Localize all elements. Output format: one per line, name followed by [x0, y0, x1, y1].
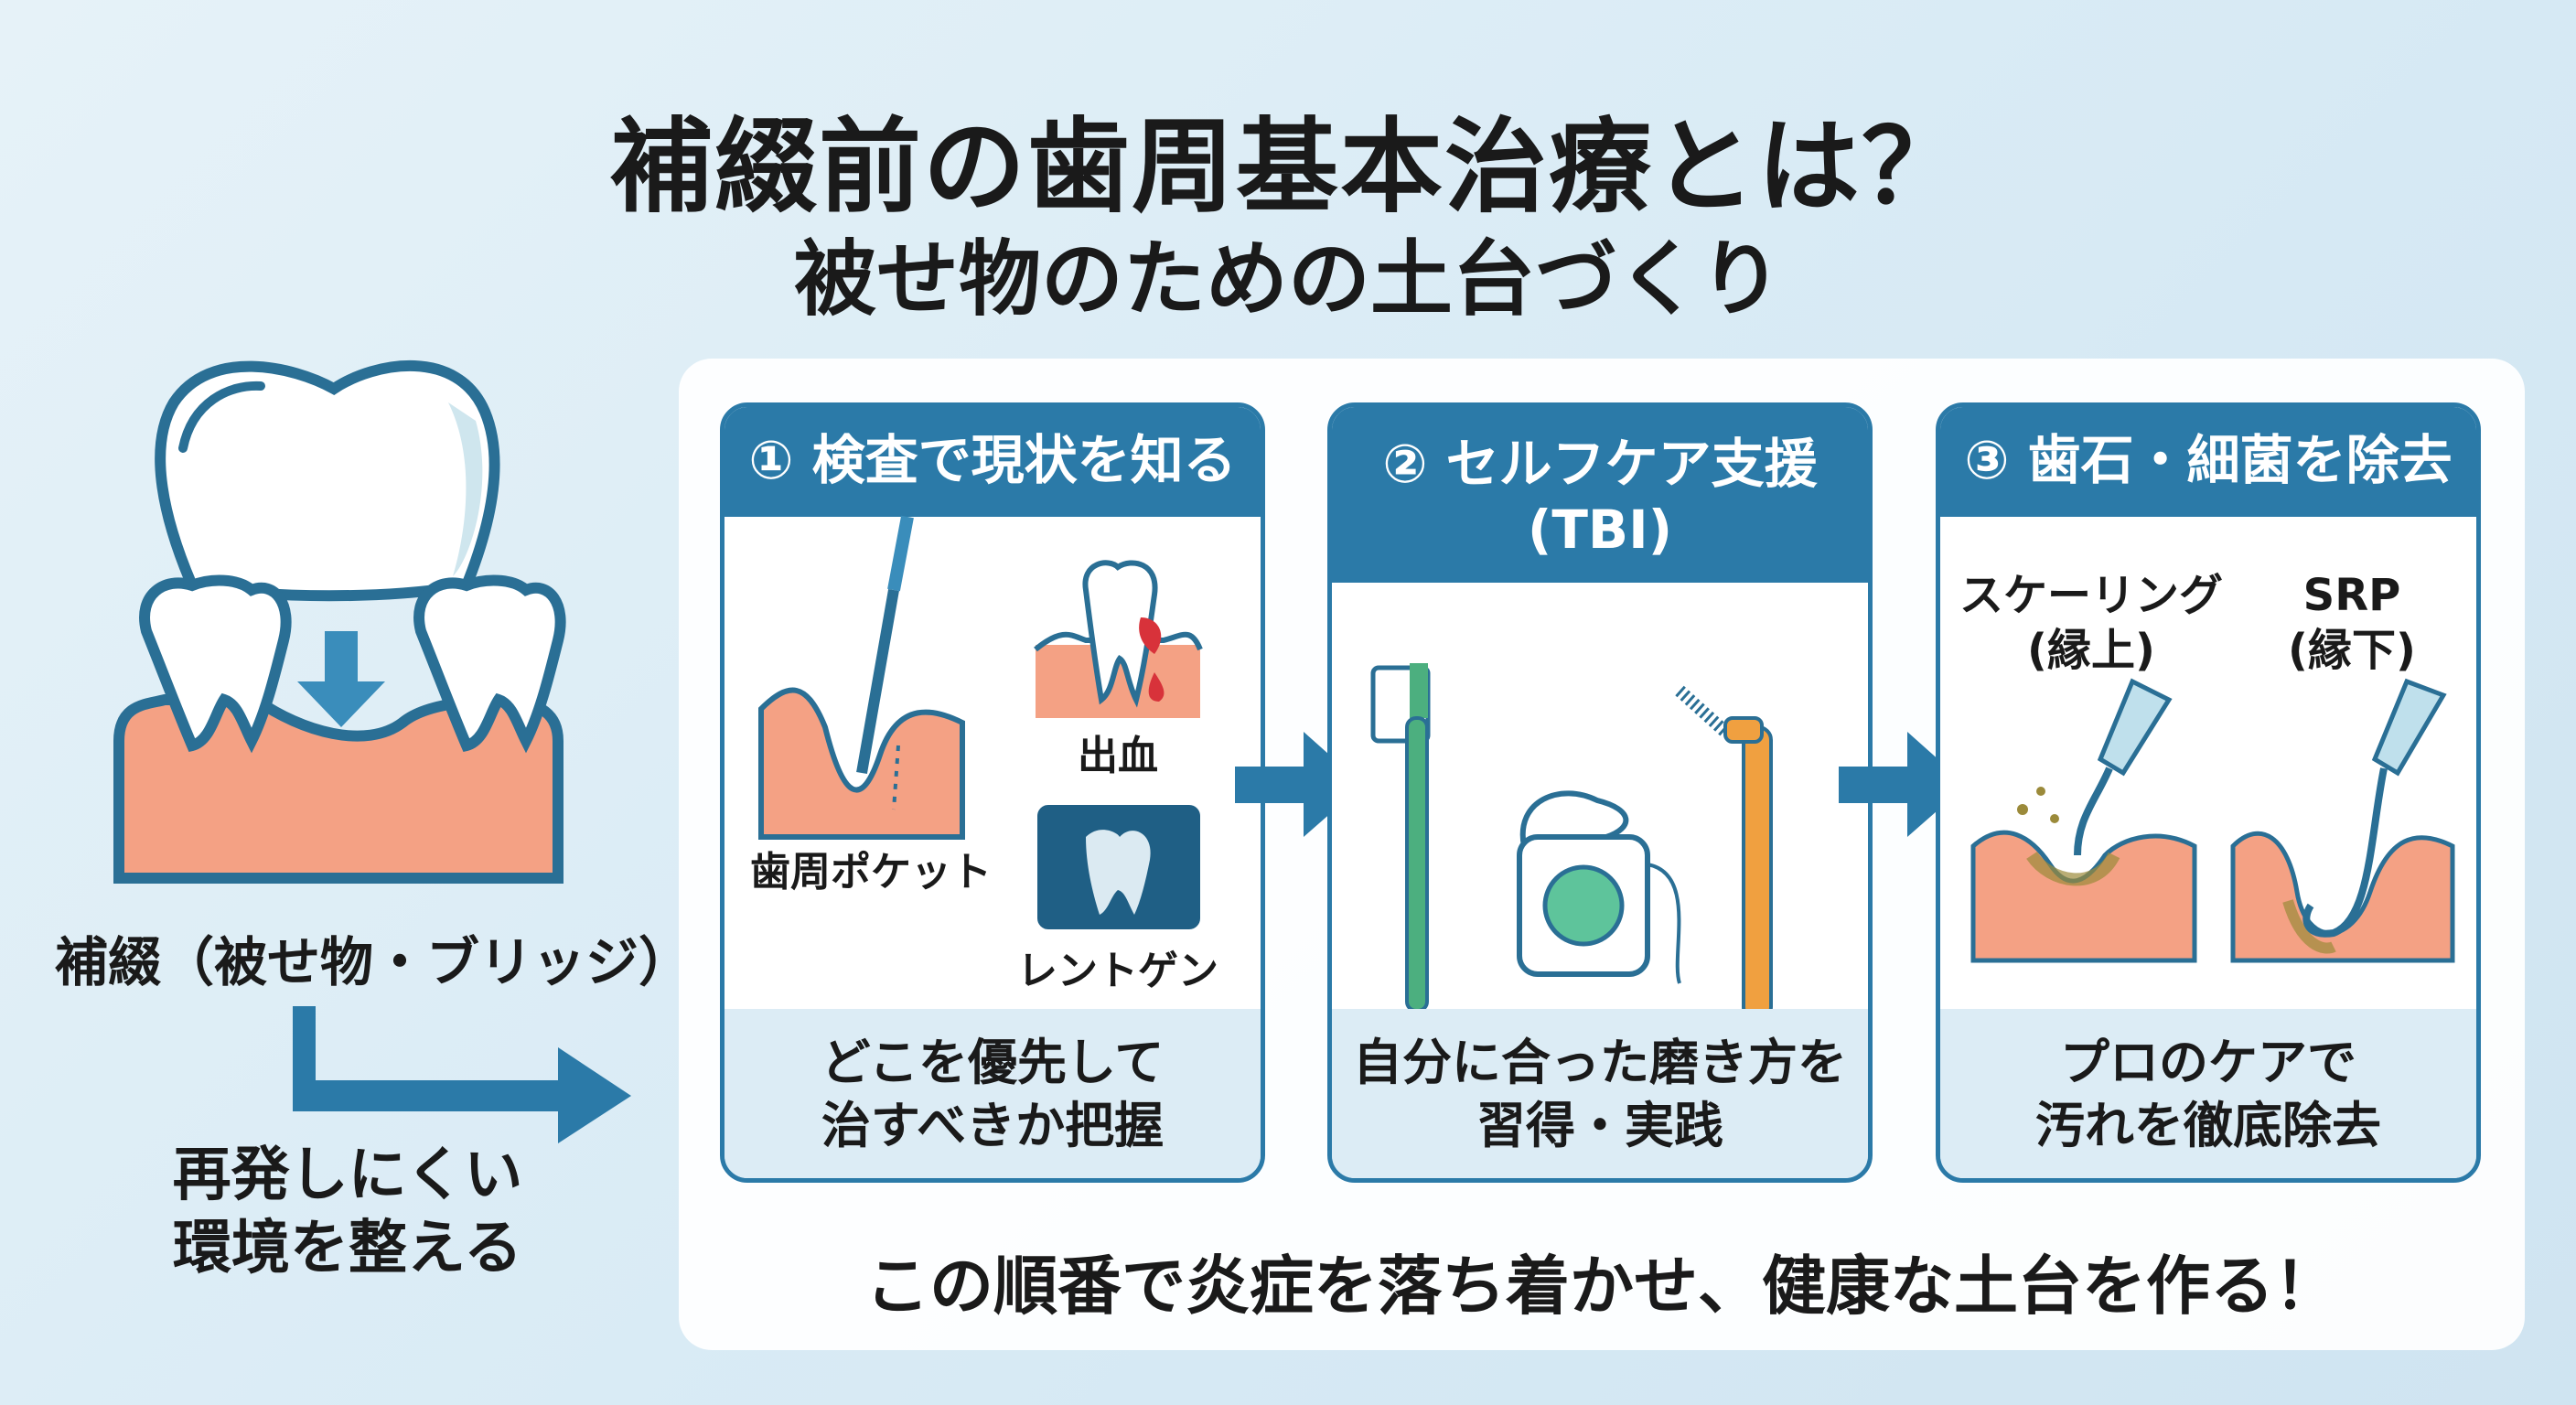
step-card-self-care: ② セルフケア支援 (TBI) 自分に合った磨き方を 習得・実践: [1327, 402, 1873, 1183]
interdental-brush-icon: [1675, 685, 1773, 1022]
step-footer: どこを優先して 治すべきか把握: [724, 1009, 1261, 1178]
scaling-line-2: (縁上): [2027, 625, 2155, 676]
l-arrow-icon: [293, 1006, 631, 1143]
step-card-examination: ① 検査で現状を知る 歯周ポケット 出血 レントゲン どこを優先して 治すべきか…: [720, 402, 1265, 1183]
step-footer: 自分に合った磨き方を 習得・実践: [1332, 1009, 1868, 1178]
srp-line-1: SRP: [2302, 570, 2401, 621]
footer-line-1: プロのケアで: [2060, 1034, 2356, 1091]
goal-text: 再発しにくい 環境を整える: [55, 1139, 640, 1285]
summary-text: この順番で炎症を落ち着かせ、健康な土台を作る！: [865, 1249, 2338, 1324]
scaling-icon: [1970, 678, 2197, 963]
floss-icon: [1517, 790, 1681, 984]
xray-label: レントゲン: [1017, 948, 1218, 994]
periodontal-pocket-icon: [758, 515, 965, 840]
crown-icon: [155, 359, 500, 602]
srp-label: SRP (縁下): [2260, 568, 2443, 678]
srp-icon: [2230, 678, 2455, 963]
xray-icon: [1037, 805, 1200, 929]
srp-line-2: (縁下): [2288, 625, 2416, 676]
header-line-1: ② セルフケア支援: [1382, 433, 1818, 495]
footer-line-2: 汚れを徹底除去: [2035, 1097, 2381, 1154]
restoration-label: 補綴（被せ物・ブリッジ）: [55, 931, 692, 993]
footer-line-2: 習得・実践: [1476, 1097, 1723, 1154]
page-subtitle: 被せ物のための土台づくり: [794, 231, 1782, 327]
goal-line-2: 環境を整える: [172, 1215, 523, 1282]
goal-line-1: 再発しにくい: [172, 1142, 523, 1209]
page-title: 補綴前の歯周基本治療とは？: [610, 108, 1966, 227]
step-footer: プロのケアで 汚れを徹底除去: [1940, 1009, 2476, 1178]
self-care-illustration: [1370, 663, 1773, 1022]
down-arrow-icon: [297, 631, 385, 727]
scaling-line-1: スケーリング: [1959, 570, 2223, 621]
scaling-illustration: [1970, 678, 2455, 963]
gum-teeth-icon: [113, 574, 566, 884]
footer-line-1: どこを優先して: [821, 1034, 1165, 1091]
footer-line-2: 治すべきか把握: [821, 1097, 1165, 1154]
step-header: ② セルフケア支援 (TBI): [1332, 407, 1868, 583]
pocket-label: 歯周ポケット: [750, 849, 992, 896]
examination-illustration: [758, 515, 1203, 929]
bleeding-label: 出血: [1078, 733, 1158, 779]
toothbrush-icon: [1370, 663, 1431, 1013]
scaling-label: スケーリング (縁上): [1959, 568, 2224, 678]
step-header: ① 検査で現状を知る: [724, 407, 1261, 517]
header-line-2: (TBI): [1527, 499, 1673, 561]
step-card-calculus-removal: ③ 歯石・細菌を除去 スケーリング (縁上) SRP (縁下) プロのケアで 汚…: [1936, 402, 2481, 1183]
bleeding-tooth-icon: [1034, 560, 1203, 718]
footer-line-1: 自分に合った磨き方を: [1353, 1034, 1847, 1091]
step-header: ③ 歯石・細菌を除去: [1940, 407, 2476, 517]
crown-bridge-illustration: [113, 359, 566, 884]
